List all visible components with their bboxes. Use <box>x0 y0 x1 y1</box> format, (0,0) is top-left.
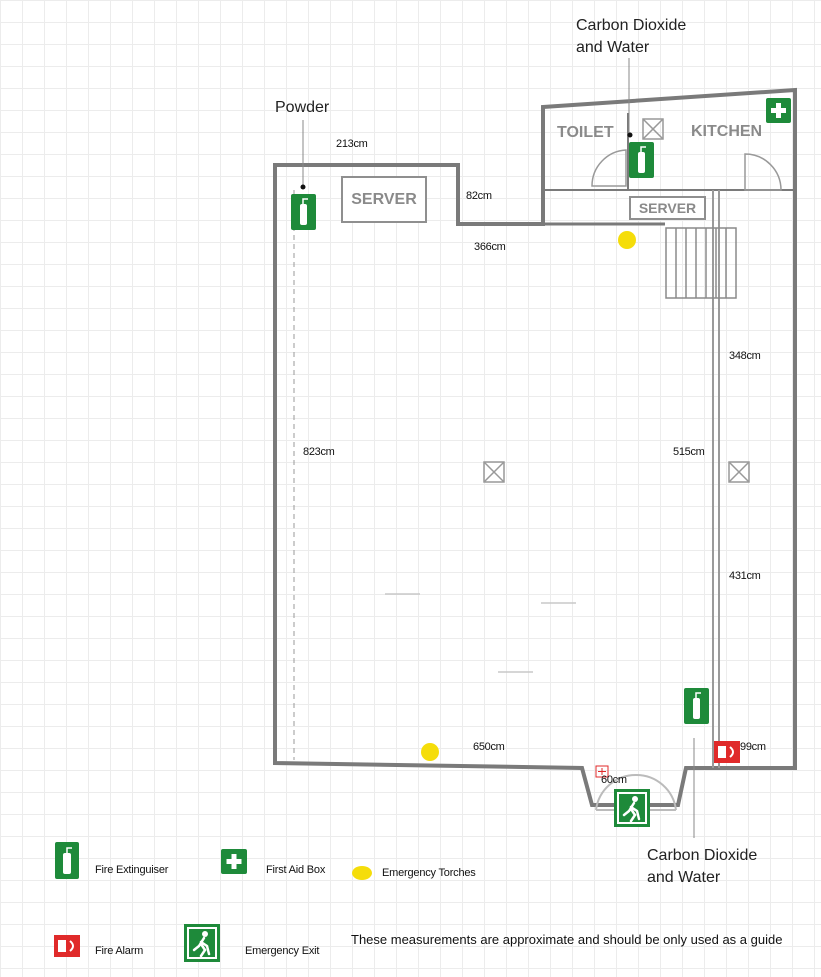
server-box-small: SERVER <box>629 196 706 220</box>
callout-co2-top-line1: Carbon Dioxide <box>576 17 687 34</box>
ceiling-fixture <box>483 461 505 483</box>
stairs <box>665 227 737 299</box>
dimension-348: 348cm <box>729 350 761 362</box>
legend-label-exit: Emergency Exit <box>245 945 320 957</box>
disclaimer-note: These measurements are approximate and s… <box>351 932 783 947</box>
callout-co2-bottom-line2: and Water <box>647 869 721 886</box>
toilet-door <box>591 149 627 187</box>
dimension-213: 213cm <box>336 138 368 150</box>
legend-fire-extinguisher-icon <box>55 842 79 879</box>
fire-extinguisher-icon <box>629 142 654 178</box>
dimension-82: 82cm <box>466 190 492 202</box>
legend-emergency-exit-icon <box>184 924 220 962</box>
emergency-torch-icon <box>618 231 636 249</box>
leader-dot <box>300 184 306 190</box>
dimension-366: 366cm <box>474 241 506 253</box>
dimension-60: 60cm <box>601 774 627 786</box>
dimension-431: 431cm <box>729 570 761 582</box>
dimension-515: 515cm <box>673 446 705 458</box>
room-label-kitchen: KITCHEN <box>691 123 763 140</box>
legend-label-first-aid: First Aid Box <box>266 864 326 876</box>
fire-extinguisher-icon <box>684 688 709 724</box>
outer-wall <box>273 87 797 807</box>
first-aid-icon <box>766 98 791 123</box>
legend-first-aid-icon <box>221 849 247 874</box>
legend-torch-icon <box>352 866 372 880</box>
fire-alarm-icon <box>714 741 740 763</box>
legend-label-fire-extinguisher: Fire Extinguiser <box>95 864 169 876</box>
ceiling-fixture <box>642 118 664 140</box>
legend-label-fire-alarm: Fire Alarm <box>95 945 144 957</box>
dimension-650: 650cm <box>473 741 505 753</box>
legend-fire-alarm-icon <box>54 935 80 957</box>
fire-alarm-icon <box>595 765 609 778</box>
callout-powder: Powder <box>275 99 330 116</box>
legend-label-torches: Emergency Torches <box>382 867 476 879</box>
ceiling-fixture <box>728 461 750 483</box>
callout-co2-bottom-line1: Carbon Dioxide <box>647 847 758 864</box>
emergency-torch-icon <box>421 743 439 761</box>
kitchen-door <box>744 153 782 191</box>
fire-extinguisher-icon <box>291 194 316 230</box>
emergency-exit-icon <box>614 789 650 827</box>
callout-co2-top-line2: and Water <box>576 39 650 56</box>
dimension-823: 823cm <box>303 446 335 458</box>
leader-dot <box>627 132 633 138</box>
server-box-main: SERVER <box>341 176 427 223</box>
room-label-toilet: TOILET <box>557 124 614 141</box>
dimension-99: 99cm <box>740 741 766 753</box>
